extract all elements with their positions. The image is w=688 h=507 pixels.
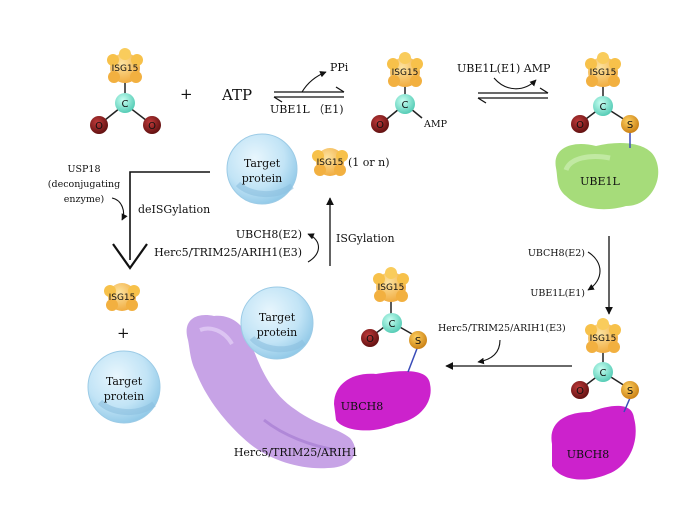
ubch8-enzyme-label: UBCH8 <box>567 448 610 461</box>
oxygen-label: O <box>366 334 374 345</box>
oxygen-label: O <box>576 386 584 397</box>
isg15-label: ISG15 <box>392 68 419 78</box>
isg15-ubch8-thioester-center: UBCH8 ISG15 C O S <box>334 267 431 431</box>
isgylation-arrow <box>307 197 334 266</box>
isg15-blob: ISG15 <box>585 52 621 87</box>
target-protein-line2: protein <box>257 326 297 339</box>
isg15-blob: ISG15 <box>387 52 423 87</box>
sulfur-label: S <box>627 386 633 397</box>
oxygen-atom <box>361 329 379 347</box>
isg15-amp-molecule: ISG15 C O AMP <box>371 52 448 133</box>
isg15-blob: ISG15 <box>107 48 143 83</box>
oxygen-atom <box>571 381 589 399</box>
herc5-e3-label: Herc5/TRIM25/ARIH1(E3) <box>438 323 566 334</box>
isg15-carboxyl-molecule: ISG15 C O O <box>90 48 161 134</box>
oxygen-label: O <box>95 121 103 132</box>
transfer-arrow-e1-to-e2 <box>587 236 613 315</box>
ube1l-enzyme-label: UBE1L <box>580 175 620 188</box>
sulfur-label: S <box>627 120 633 131</box>
target-protein-line2: protein <box>104 390 144 403</box>
isg15-count-label: (1 or n) <box>348 156 390 169</box>
carbon-atom <box>115 93 135 113</box>
herc5-enzyme <box>186 315 356 469</box>
ubch8-e2-label: UBCH8(E2) <box>528 248 585 259</box>
herc5-enzyme-label: Herc5/TRIM25/ARIH1 <box>234 446 358 459</box>
carbon-atom <box>593 96 613 116</box>
equilibrium-arrow-1 <box>273 71 345 103</box>
ubch8-enzyme <box>551 405 636 480</box>
plus-sign: + <box>180 85 193 103</box>
ppi-label: PPi <box>330 61 349 74</box>
oxygen-atom <box>90 116 108 134</box>
equilibrium-arrow-2 <box>477 77 549 104</box>
deisgylation-label: deISGylation <box>138 203 210 216</box>
isg15-label: ISG15 <box>590 68 617 78</box>
oxygen-atom <box>571 115 589 133</box>
isg15-ube1l-thioester: UBE1L ISG15 C O S <box>555 52 659 210</box>
carbon-label: C <box>600 368 607 379</box>
carbon-atom <box>395 94 415 114</box>
sulfur-label: S <box>415 336 421 347</box>
target-protein-line1: Target <box>244 157 281 170</box>
carbon-label: C <box>122 99 129 110</box>
ube1l-e1-short-label: UBE1L(E1) <box>530 288 585 299</box>
herc5-e3-complex: Herc5/TRIM25/ARIH1 <box>186 315 358 469</box>
isgylated-target-protein: Target protein ISG15 (1 or n) <box>226 133 390 205</box>
target-protein-line2: protein <box>242 172 282 185</box>
deisgylation-arrow <box>111 171 210 270</box>
isgylation-label: ISGylation <box>336 232 395 245</box>
ubch8-e2-center-label: UBCH8(E2) <box>236 228 302 241</box>
oxygen-label: O <box>576 120 584 131</box>
isg15-label: ISG15 <box>317 158 344 168</box>
target-protein-center: Target protein <box>240 286 314 360</box>
carbon-atom <box>593 362 613 382</box>
isg15-blob: ISG15 <box>585 318 621 353</box>
oxygen-atom <box>143 116 161 134</box>
usp18-line3: enzyme) <box>64 194 104 205</box>
transfer-arrow-e2-to-e3 <box>445 339 572 370</box>
sulfur-atom <box>409 331 427 349</box>
oxygen-atom <box>371 115 389 133</box>
carbon-label: C <box>600 102 607 113</box>
carbon-atom <box>382 313 402 333</box>
plus-sign: + <box>117 324 130 342</box>
target-protein-line1: Target <box>259 311 296 324</box>
oxygen-label: O <box>376 120 384 131</box>
target-protein-line1: Target <box>106 375 143 388</box>
free-target-protein: Target protein <box>87 350 161 424</box>
isg15-blob: ISG15 <box>312 148 348 176</box>
amp-label: AMP <box>423 119 448 130</box>
isg15-ubch8-thioester-right: UBCH8 ISG15 C O S <box>551 318 639 480</box>
usp18-line2: (deconjugating <box>48 179 120 190</box>
isg15-label: ISG15 <box>378 283 405 293</box>
ube1l-e1-amp-label: UBE1L(E1) AMP <box>457 62 551 75</box>
oxygen-label: O <box>148 121 156 132</box>
ubch8-enzyme <box>334 371 431 431</box>
ubch8-enzyme-label: UBCH8 <box>341 400 384 413</box>
isg15-label: ISG15 <box>112 64 139 74</box>
isg15-label: ISG15 <box>590 334 617 344</box>
sulfur-atom <box>621 381 639 399</box>
carbon-label: C <box>389 319 396 330</box>
isg15-blob: ISG15 <box>373 267 409 302</box>
usp18-line1: USP18 <box>68 164 101 175</box>
ube1l-e1-label: UBE1L （E1) <box>270 103 344 116</box>
sulfur-atom <box>621 115 639 133</box>
herc5-e3-center-label: Herc5/TRIM25/ARIH1(E3) <box>154 246 302 259</box>
free-isg15: ISG15 <box>104 283 140 311</box>
carbon-label: C <box>402 100 409 111</box>
isg15-label: ISG15 <box>109 293 136 303</box>
atp-label: ATP <box>221 86 252 104</box>
